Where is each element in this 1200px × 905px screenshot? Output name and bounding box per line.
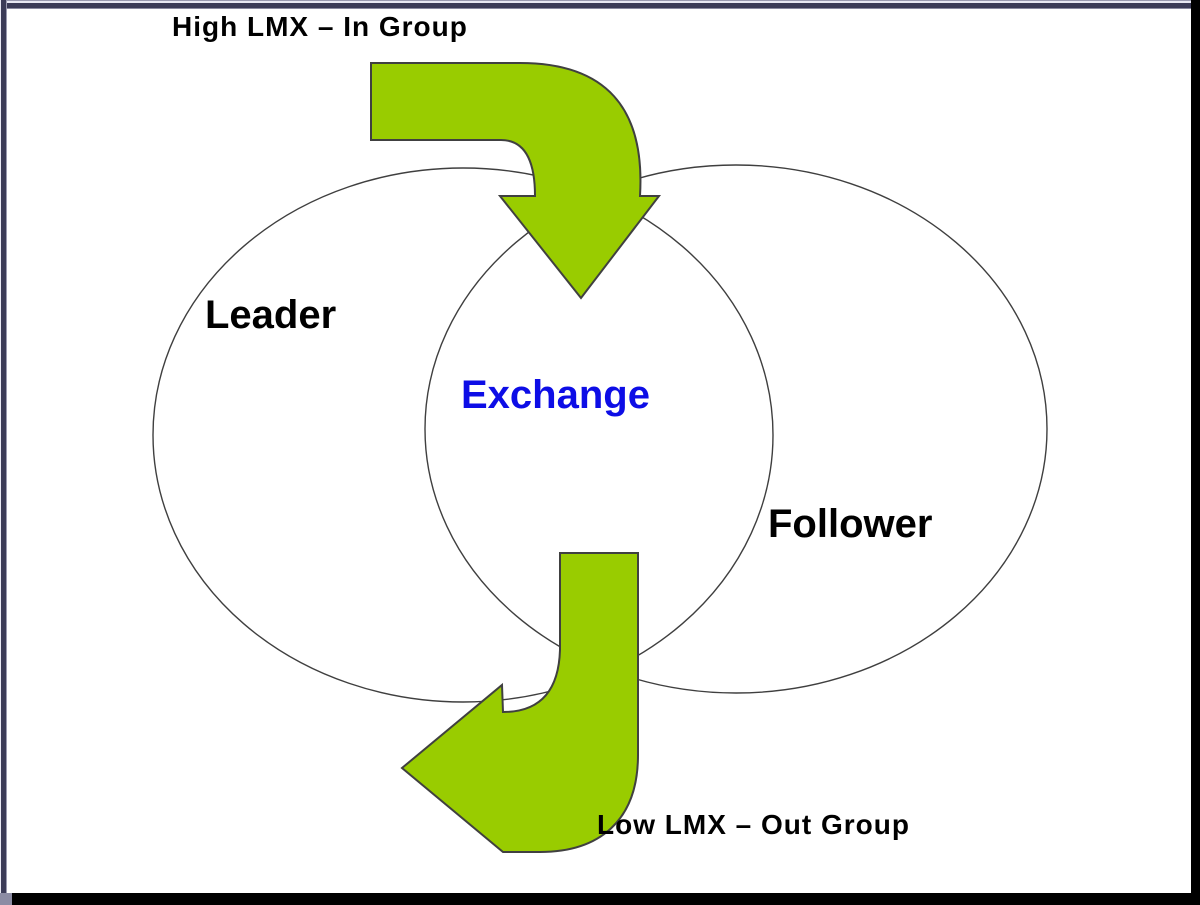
- leader-label: Leader: [205, 293, 337, 337]
- curved-arrow-left-icon: [400, 552, 639, 853]
- low-lmx-annotation: Low LMX – Out Group: [597, 809, 910, 840]
- leader-circle: [152, 167, 774, 703]
- diagram-canvas: High LMX – In Group Leader Exchange Foll…: [0, 0, 1191, 893]
- exchange-label: Exchange: [461, 373, 650, 417]
- high-lmx-annotation: High LMX – In Group: [172, 11, 468, 42]
- follower-circle: [424, 164, 1048, 694]
- curved-arrow-down-icon: [370, 62, 662, 300]
- follower-label: Follower: [768, 502, 933, 546]
- frame-top-edge: [0, 0, 1191, 9]
- frame-left-edge: [0, 0, 7, 893]
- corner-square: [0, 893, 12, 905]
- lmx-venn-diagram: [152, 62, 1048, 853]
